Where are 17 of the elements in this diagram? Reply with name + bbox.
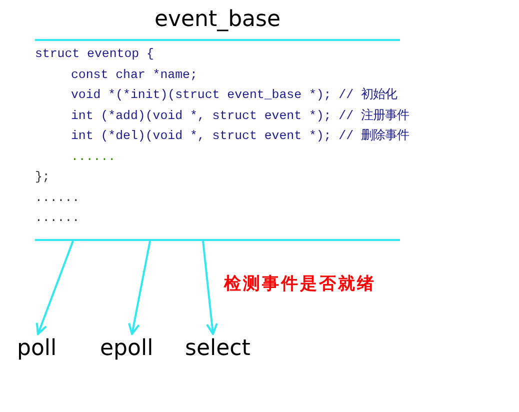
code-line: ...... [35, 210, 80, 226]
code-line: int (*del)(void *, struct event *); // 删除事件 [71, 128, 409, 144]
panel-title: event_base [153, 7, 282, 32]
code-line: }; [35, 169, 50, 185]
annotation-text: 检测事件是否就绪 [224, 273, 376, 295]
code-line: const char *name; [71, 66, 198, 82]
module-name: epoll [100, 336, 154, 361]
arrow [202, 240, 218, 335]
arrow [128, 240, 151, 335]
module-name: poll [17, 336, 57, 361]
arrow [36, 240, 74, 335]
code-line: int (*add)(void *, struct event *); // 注册事件 [71, 108, 409, 124]
module-name: select [185, 336, 250, 361]
code-line: ...... [71, 148, 116, 164]
code-line: void *(*init)(struct event_base *); // 初始化 [71, 87, 397, 103]
code-line: ...... [35, 190, 80, 206]
code-line: struct eventop { [35, 46, 154, 62]
